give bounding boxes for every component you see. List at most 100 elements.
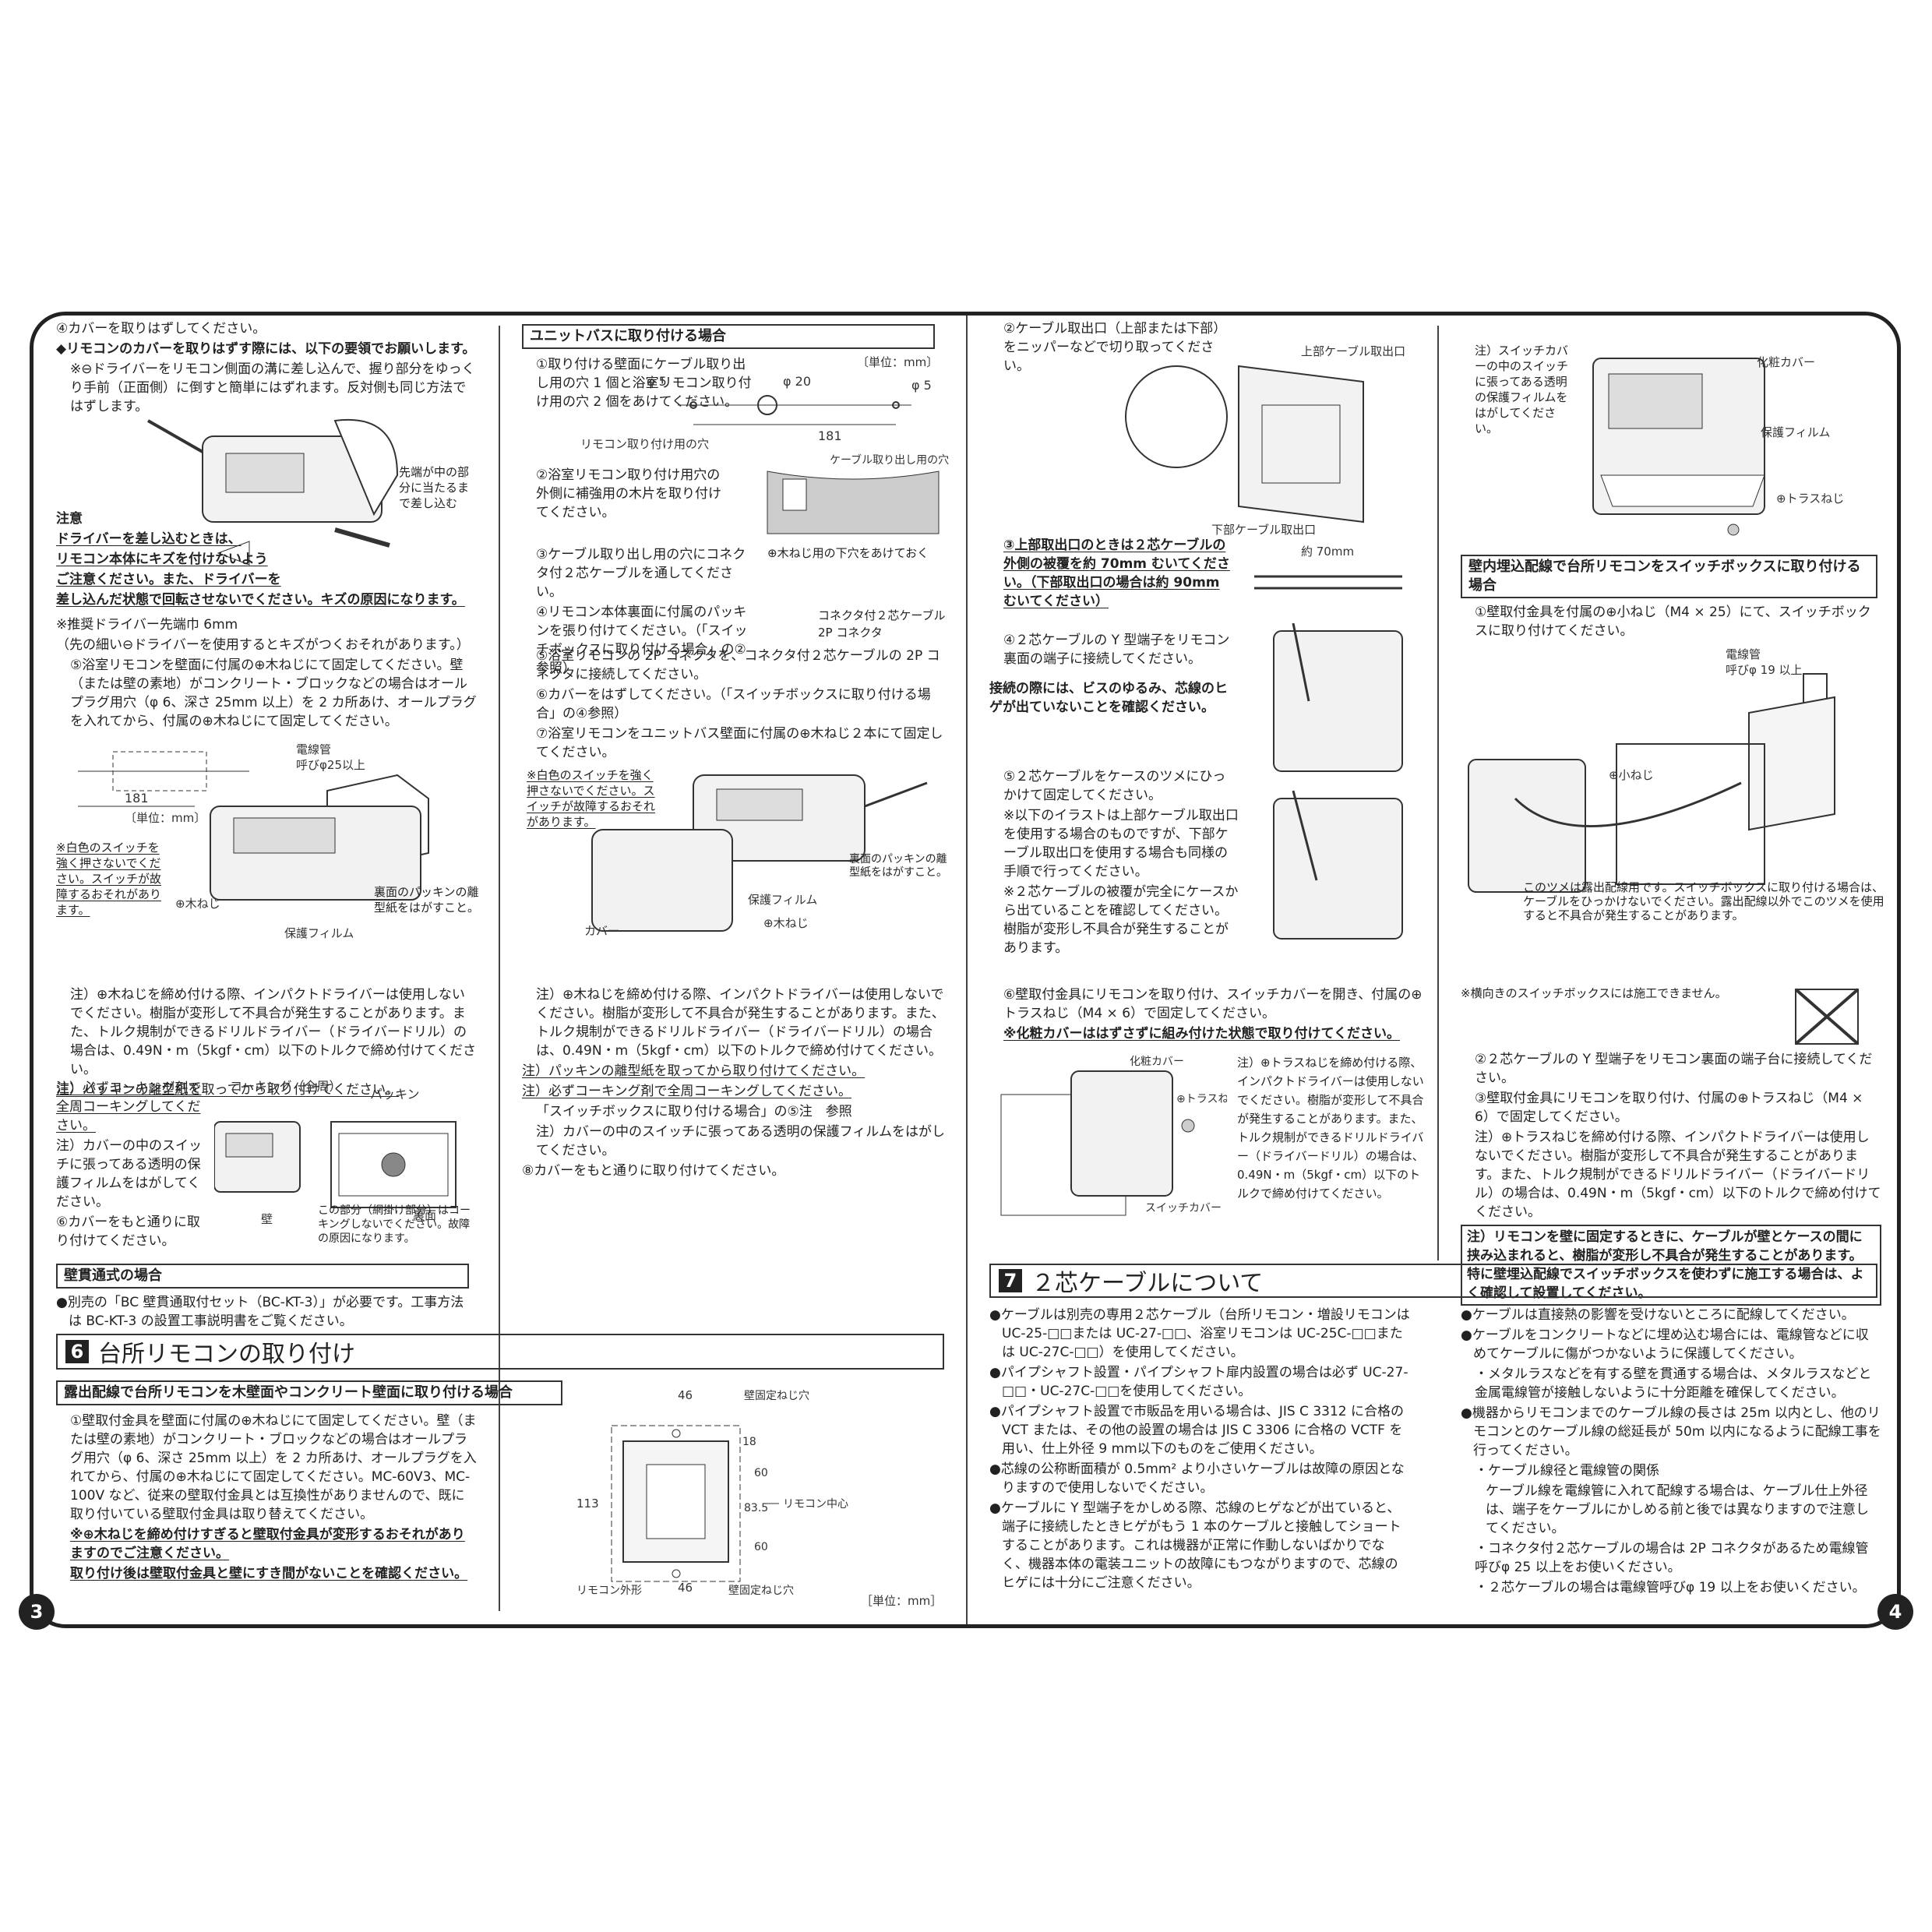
note-2: 注）パッキンの離型紙を取ってから取り付けてください。 xyxy=(56,1082,400,1098)
svg-text:〔単位：mm〕: 〔単位：mm〕 xyxy=(125,811,206,825)
svg-text:⊕トラスねじ: ⊕トラスねじ xyxy=(1176,1093,1227,1105)
section-6-header: 6 台所リモコンの取り付け xyxy=(56,1334,944,1370)
note-1: 注）⊕木ねじを締め付ける際、インパクトドライバーは使用しないでください。樹脂が変… xyxy=(70,987,476,1077)
svg-text:コーキング（全周）: コーキング（全周） xyxy=(230,1079,342,1094)
svg-text:〔単位：mm〕: 〔単位：mm〕 xyxy=(857,355,938,369)
svg-text:裏面: 裏面 xyxy=(413,1208,436,1222)
strip-length-figure: 約 70mm xyxy=(1254,545,1402,590)
svg-text:リモコン外形: リモコン外形 xyxy=(576,1585,642,1597)
remote-fixing-figure: 化粧カバー ⊕トラスねじ スイッチカバー xyxy=(1000,1056,1227,1216)
wall-through-title: 壁貫通式の場合 xyxy=(56,1264,469,1289)
cover-removal-figure xyxy=(147,418,399,566)
fig-label-tip: 先端が中の部分に当たるまで差し込む xyxy=(399,465,470,510)
cable-pinch-warning: 注）リモコンを壁に固定するときに、ケーブルが壁とケースの間に挟み込まれると、樹脂… xyxy=(1461,1225,1881,1306)
page-number-left: 3 xyxy=(19,1594,55,1630)
svg-text:保護フィルム: 保護フィルム xyxy=(284,926,354,940)
column-4-note-top: 注）スイッチカバーの中のスイッチに張ってある透明の保護フィルムをはがしてください… xyxy=(1475,344,1569,435)
column-2-step1: ①取り付ける壁面にケーブル取り出し用の穴 1 個と浴室リモコン取り付け用の穴 2… xyxy=(536,357,752,410)
switch-box-mount-figure: 電線管 呼びφ 19 以上 ⊕小ねじ xyxy=(1468,647,1835,893)
column-2-step2: ②浴室リモコン取り付け用穴の外側に補強用の木片を取り付けてください。 xyxy=(536,467,721,520)
section-7-right: ●ケーブルは直接熱の影響を受けないところに配線してください。 ●ケーブルをコンク… xyxy=(1461,1307,1881,1595)
svg-text:113: 113 xyxy=(576,1497,599,1511)
prohibited-icon xyxy=(1794,988,1860,1045)
section-6-number: 6 xyxy=(65,1340,89,1363)
cable-outlet-figure: 上部ケーブル取出口 下部ケーブル取出口 xyxy=(1125,344,1405,537)
horizontal-note: ※横向きのスイッチボックスには施工できません。 xyxy=(1461,986,1727,1000)
page-number-right: 4 xyxy=(1877,1594,1913,1630)
column-3-note: 注）⊕トラスねじを締め付ける際、インパクトドライバーは使用しないでください。樹脂… xyxy=(1237,1056,1424,1200)
column-2-steps567: ⑤浴室リモコンの 2P コネクタを、コネクタ付２芯ケーブルの 2P コネクタに接… xyxy=(536,648,943,760)
svg-text:18: 18 xyxy=(742,1436,756,1448)
svg-text:保護フィルム: 保護フィルム xyxy=(748,893,817,907)
svg-text:181: 181 xyxy=(125,791,149,806)
svg-text:60: 60 xyxy=(754,1467,768,1479)
column-3-step6: ⑥壁取付金具にリモコンを取り付け、スイッチカバーを開き、付属の⊕トラスねじ（M4… xyxy=(1003,987,1423,1042)
switch-cover-figure: 化粧カバー 保護フィルム ⊕トラスねじ xyxy=(1592,355,1844,536)
svg-text:φ 5: φ 5 xyxy=(647,374,667,389)
column-2-steps34: ③ケーブル取り出し用の穴にコネクタ付２芯ケーブルを通してください。 ④リモコン本… xyxy=(536,547,748,676)
section-7-header: 7 ２芯ケーブルについて xyxy=(989,1264,1877,1298)
column-3-step2: ②ケーブル取出口（上部または下部）をニッパーなどで切り取ってください。 xyxy=(1003,321,1220,374)
svg-text:壁固定ねじ穴: 壁固定ねじ穴 xyxy=(728,1585,794,1597)
svg-text:壁: 壁 xyxy=(261,1212,273,1226)
column-3-step4: ④２芯ケーブルの Y 型端子をリモコン裏面の端子に接続してください。 接続の際に… xyxy=(989,633,1230,715)
fig2-switch-note: ※白色のスイッチを強く押さないでください。スイッチが故障するおそれがあります。 xyxy=(56,841,162,917)
svg-text:46: 46 xyxy=(678,1581,693,1595)
caution-block: 注意 ドライバーを差し込むときは、 リモコン本体にキズを付けないよう ご注意くだ… xyxy=(56,509,477,611)
fig-switch-note: ※白色のスイッチを強く押さないでください。スイッチが故障するおそれがあります。 xyxy=(527,768,656,829)
column-4-main: 壁内埋込配線で台所リモコンをスイッチボックスに取り付ける場合 ①壁取付金具を付属… xyxy=(1461,555,1881,642)
warning-title: ◆リモコンのカバーを取りはずす際には、以下の要領でお願いします。 xyxy=(56,341,476,357)
svg-text:上部ケーブル取出口: 上部ケーブル取出口 xyxy=(1301,344,1405,358)
svg-text:電線管: 電線管 xyxy=(1726,647,1761,661)
svg-text:呼びφ 19 以上: 呼びφ 19 以上 xyxy=(1726,663,1803,677)
section-6-sub: 露出配線で台所リモコンを木壁面やコンクリート壁面に取り付ける場合 xyxy=(56,1380,566,1405)
switch-box-title: 壁内埋込配線で台所リモコンをスイッチボックスに取り付ける場合 xyxy=(1461,555,1877,598)
svg-text:［単位：mm］: ［単位：mm］ xyxy=(861,1594,942,1608)
wall-through-section: 壁貫通式の場合 ●別売の「BC 壁貫通取付セット（BC-KT-3）」が必要です。… xyxy=(56,1264,477,1332)
unit-bath-mount-figure: 保護フィルム ⊕木ねじ カバー xyxy=(584,774,928,938)
caution-title: 注意 xyxy=(56,511,83,527)
column-3-step3: ③上部取出口のときは２芯ケーブルの外側の被覆を約 70mm むいてください。（下… xyxy=(1003,538,1230,609)
warning-text: ※⊖ドライバーをリモコン側面の溝に差し込んで、握り部分をゆっくり手前（正面側）に… xyxy=(70,361,475,414)
svg-text:60: 60 xyxy=(754,1541,768,1553)
svg-text:ケーブル取り出し用の穴: ケーブル取り出し用の穴 xyxy=(830,453,949,467)
fig2-packing-note: 裏面のパッキンの離型紙をはがすこと。 xyxy=(374,885,480,915)
section-7-number: 7 xyxy=(999,1269,1022,1292)
svg-text:下部ケーブル取出口: 下部ケーブル取出口 xyxy=(1211,523,1316,537)
center-divider xyxy=(966,316,968,1624)
wiring-figure xyxy=(1273,623,1403,940)
svg-text:181: 181 xyxy=(818,428,842,443)
svg-text:46: 46 xyxy=(678,1388,693,1402)
caulk-note: この部分（網掛け部分）はコーキングしないでください。故障の原因になります。 xyxy=(318,1204,471,1245)
claw-note: このツメは露出配線用です。スイッチボックスに取り付ける場合は、ケーブルをひっかけ… xyxy=(1523,880,1884,922)
section-6-body: ①壁取付金具を壁面に付属の⊕木ねじにて固定してください。壁（または壁の素地）がコ… xyxy=(70,1413,477,1581)
bracket-dimension-figure: 46 壁固定ねじ穴 リモコン中心 113 18 60 83.5 60 46 リモ… xyxy=(576,1388,942,1608)
divider-1 xyxy=(499,326,500,1611)
svg-text:保護フィルム: 保護フィルム xyxy=(1761,425,1830,439)
svg-text:化粧カバー: 化粧カバー xyxy=(1757,355,1815,369)
step-5: ⑤浴室リモコンを壁面に付属の⊕木ねじにて固定してください。壁（または壁の素地）が… xyxy=(70,658,477,729)
svg-text:リモコン取り付け用の穴: リモコン取り付け用の穴 xyxy=(580,437,709,451)
column-1-notes-2: 注）必ずコーキング剤で全周コーキングしてください。 注）カバーの中のスイッチに張… xyxy=(56,1081,202,1249)
connector-labels: コネクタ付２芯ケーブル 2P コネクタ xyxy=(818,608,946,640)
column-2: ユニットバスに取り付ける場合 xyxy=(522,324,943,349)
section-7-left: ●ケーブルは別売の専用２芯ケーブル（台所リモコン・増設リモコンは UC-25-□… xyxy=(989,1307,1410,1591)
svg-text:化粧カバー: 化粧カバー xyxy=(1130,1056,1184,1068)
caulking-figure: コーキング（全周） パッキン 裏面 壁 xyxy=(214,1079,457,1226)
section-7-title: ２芯ケーブルについて xyxy=(1031,1270,1264,1297)
svg-text:⊕木ねじ: ⊕木ねじ xyxy=(763,916,809,930)
fig-packing-note: 裏面のパッキンの離型紙をはがすこと。 xyxy=(849,853,947,879)
column-4-steps: ②２芯ケーブルの Y 型端子をリモコン裏面の端子台に接続してください。 ③壁取付… xyxy=(1461,1050,1881,1307)
divider-3 xyxy=(1437,326,1439,1260)
reinforcement-figure xyxy=(767,471,940,534)
svg-text:カバー: カバー xyxy=(584,924,619,938)
svg-text:電線管: 電線管 xyxy=(296,744,331,756)
column-2-notes: 注）⊕木ねじを締め付ける際、インパクトドライバーは使用しないでください。樹脂が変… xyxy=(522,987,945,1179)
svg-text:⊕木ねじ: ⊕木ねじ xyxy=(175,897,220,911)
svg-text:リモコン中心: リモコン中心 xyxy=(783,1498,848,1511)
svg-text:83.5: 83.5 xyxy=(744,1502,768,1514)
svg-text:⊕トラスねじ: ⊕トラスねじ xyxy=(1776,492,1844,506)
screw-hole-note: ⊕木ねじ用の下穴をあけておく xyxy=(767,546,929,560)
hole-layout-figure: 〔単位：mm〕 φ 20 φ 5 φ 5 181 リモコン取り付け用の穴 ケーブ… xyxy=(580,355,949,467)
svg-text:呼びφ25以上: 呼びφ25以上 xyxy=(296,758,365,772)
